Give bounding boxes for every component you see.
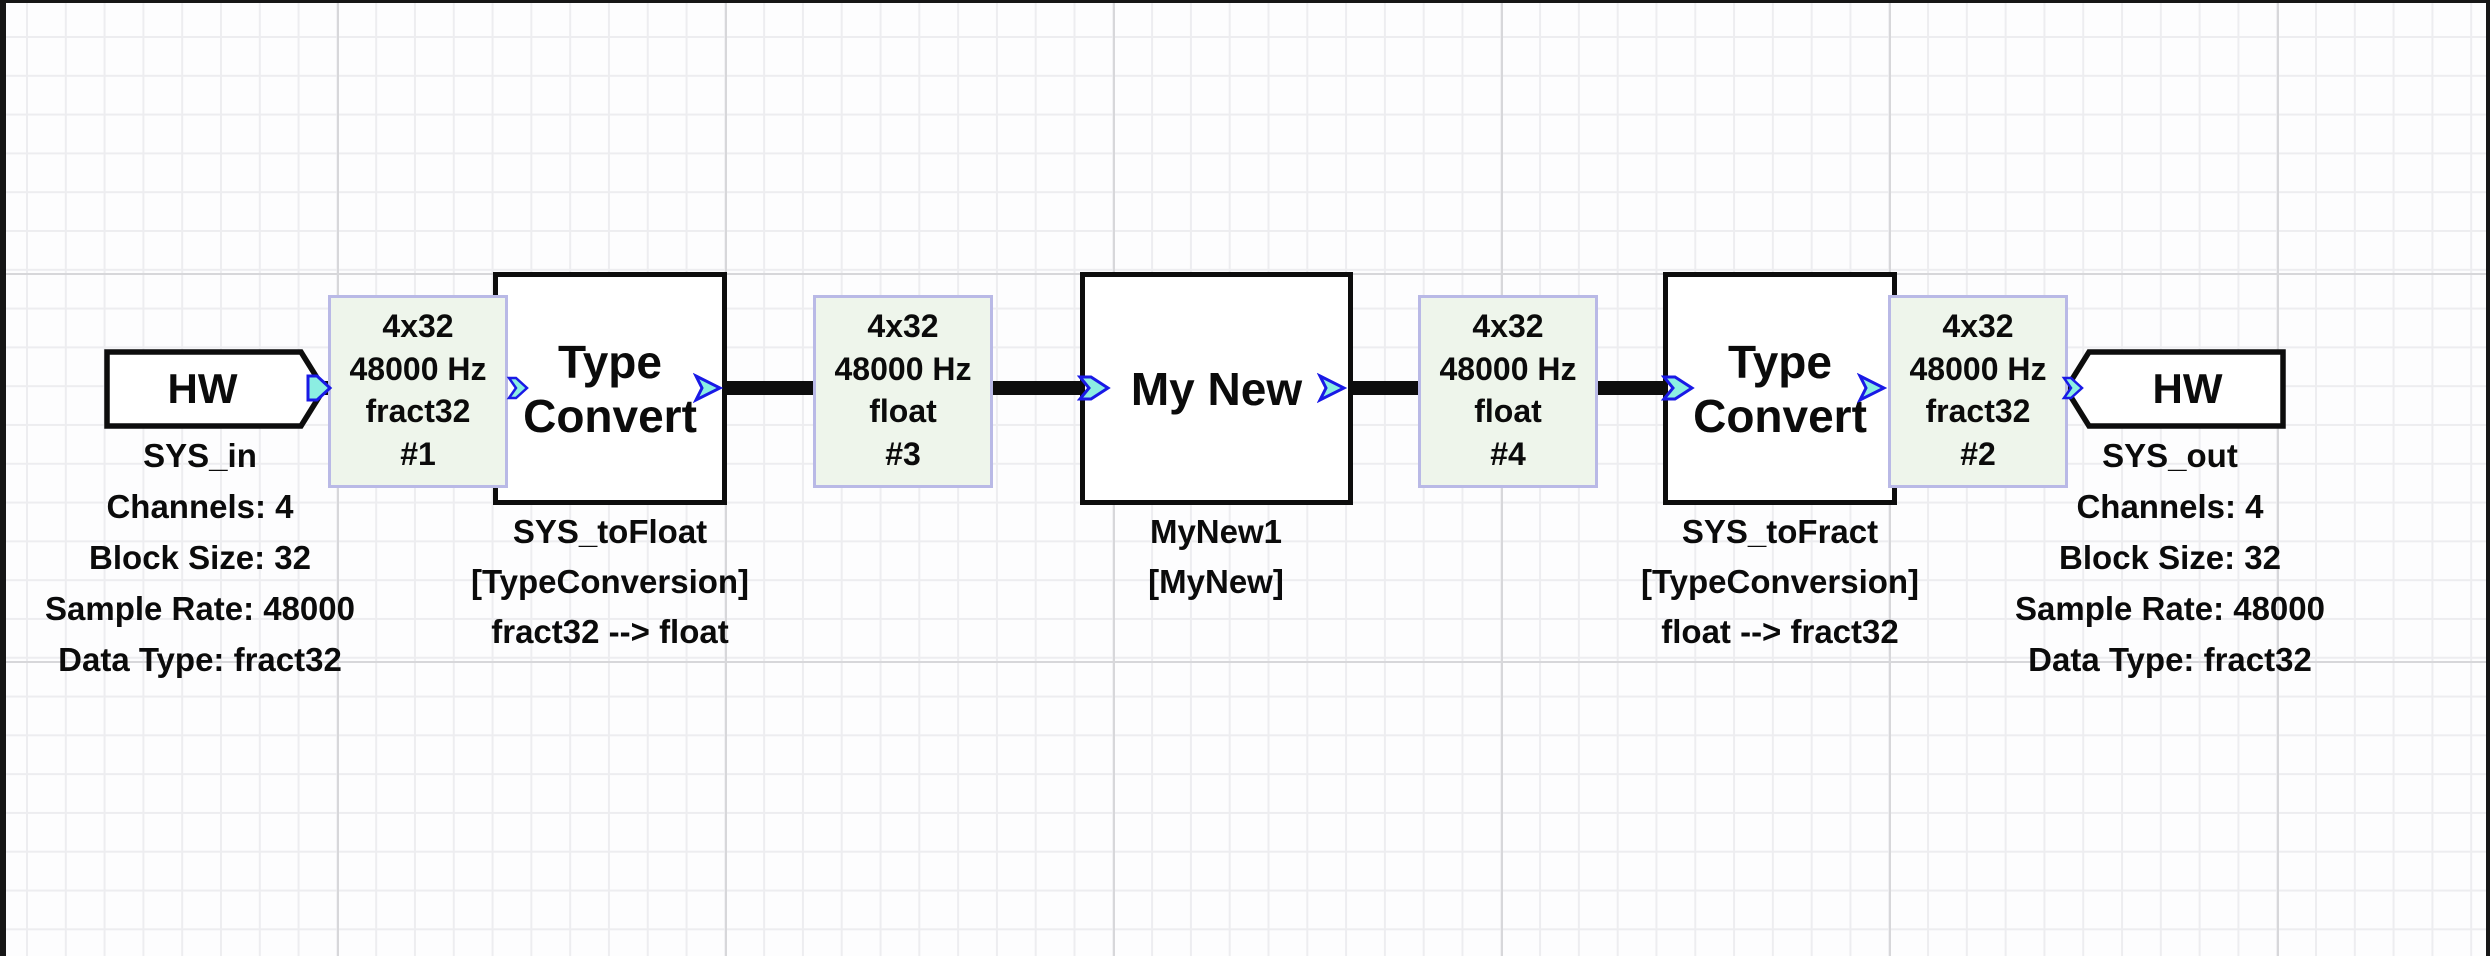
caption-line: SYS_toFract [1681,513,1879,550]
caption-line: Data Type: fract32 [58,641,342,678]
block-caption-mynew1: MyNew1 [MyNew] [1031,507,1401,607]
block-hw-input[interactable]: HW [104,349,326,429]
input-port-icon[interactable] [1661,371,1695,405]
annotation-line: fract32 [1925,393,2031,429]
input-port-icon[interactable] [2060,373,2086,403]
block-caption-sys-in: SYS_in Channels: 4 Block Size: 32 Sample… [10,430,390,685]
annotation-line: 4x32 [1942,308,2014,344]
annotation-line: 48000 Hz [349,350,487,387]
canvas-border-left [0,0,6,956]
block-title: Type Convert [1693,335,1867,442]
block-title: Type Convert [523,335,697,442]
block-caption-sys-tofloat: SYS_toFloat [TypeConversion] fract32 -->… [425,507,795,657]
input-port-icon[interactable] [1077,371,1111,405]
block-my-new[interactable]: My New [1080,272,1353,505]
caption-line: Block Size: 32 [89,539,311,576]
annotation-line: #4 [1490,435,1526,472]
annotation-line: fract32 [365,393,471,429]
annotation-line: #1 [400,435,436,472]
caption-line: Sample Rate: 48000 [2014,590,2325,627]
annotation-line: 48000 Hz [1909,350,2047,387]
canvas-border-top [0,0,2490,3]
wire-annotation-2[interactable]: 4x32 48000 Hz fract32 #2 [1888,295,2068,488]
output-port-icon[interactable] [1317,372,1347,404]
caption-line: Data Type: fract32 [2028,641,2312,678]
canvas-border-right [2486,0,2490,956]
caption-line: SYS_out [2102,437,2238,474]
caption-line: Sample Rate: 48000 [44,590,355,627]
wire-annotation-4[interactable]: 4x32 48000 Hz float #4 [1418,295,1598,488]
input-port-icon[interactable] [505,373,531,403]
hw-output-shape [2064,349,2286,429]
block-caption-sys-tofract: SYS_toFract [TypeConversion] float --> f… [1595,507,1965,657]
annotation-line: float [1474,393,1542,429]
block-hw-output[interactable]: HW [2064,349,2286,429]
block-title: My New [1130,362,1303,415]
caption-line: fract32 --> float [491,613,729,650]
annotation-line: 48000 Hz [834,350,972,387]
caption-line: [TypeConversion] [1640,563,1920,600]
wire-annotation-1[interactable]: 4x32 48000 Hz fract32 #1 [328,295,508,488]
caption-line: [TypeConversion] [470,563,750,600]
output-port-icon[interactable] [693,372,723,404]
annotation-line: float [869,393,937,429]
block-title: HW [167,365,238,412]
annotation-line: 4x32 [867,308,939,344]
block-type-convert-2[interactable]: Type Convert [1663,272,1897,505]
annotation-line: #2 [1960,435,1996,472]
block-caption-sys-out: SYS_out Channels: 4 Block Size: 32 Sampl… [1980,430,2360,685]
caption-line: SYS_in [143,437,257,474]
hw-input-shape [104,349,326,429]
caption-line: Channels: 4 [106,488,294,525]
annotation-line: 4x32 [1472,308,1544,344]
annotation-line: 4x32 [382,308,454,344]
annotation-line: #3 [885,435,921,472]
output-port-icon[interactable] [305,372,333,404]
caption-line: [MyNew] [1148,563,1284,600]
caption-line: MyNew1 [1149,513,1283,550]
caption-line: SYS_toFloat [512,513,708,550]
caption-line: Block Size: 32 [2059,539,2281,576]
block-title: HW [2152,365,2223,412]
annotation-line: 48000 Hz [1439,350,1577,387]
wire-annotation-3[interactable]: 4x32 48000 Hz float #3 [813,295,993,488]
caption-line: Channels: 4 [2076,488,2264,525]
output-port-icon[interactable] [1857,372,1887,404]
caption-line: float --> fract32 [1661,613,1899,650]
